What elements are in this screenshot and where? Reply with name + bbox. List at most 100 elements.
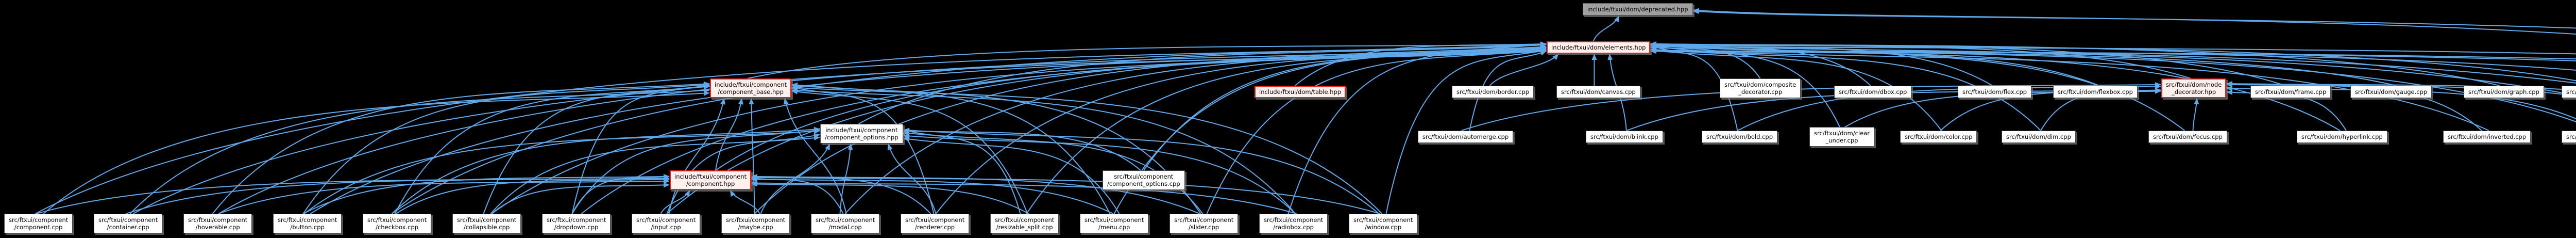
include-edge-button-to-elements bbox=[310, 48, 1547, 214]
include-edge-text-to-deprecated bbox=[1693, 9, 2576, 29]
graph-node-flex[interactable]: src/ftxui/dom/flex.cpp bbox=[1958, 86, 2032, 98]
include-edge-renderer-to-component_options_hpp bbox=[887, 144, 937, 214]
include-edge-window-to-component_base bbox=[791, 85, 1383, 214]
include-edge-collapsible-to-component_options_hpp bbox=[490, 135, 820, 214]
include-edge-hoverable-to-component_base bbox=[212, 81, 710, 214]
include-edge-dropdown-to-component_options_hpp bbox=[571, 128, 820, 214]
include-edge-resizable-to-component_options_hpp bbox=[903, 129, 1021, 214]
graph-node-blink[interactable]: src/ftxui/dom/blink.cpp bbox=[1586, 131, 1663, 143]
graph-node-component_hpp[interactable]: include/ftxui/component /component.hpp bbox=[670, 170, 752, 190]
graph-node-maybe[interactable]: src/ftxui/component /maybe.cpp bbox=[721, 214, 790, 233]
include-edge-component_cpp-to-component_base bbox=[43, 90, 710, 214]
graph-node-renderer[interactable]: src/ftxui/component /renderer.cpp bbox=[901, 214, 970, 233]
include-edge-checkbox-to-component_hpp bbox=[395, 177, 670, 214]
graph-node-gauge[interactable]: src/ftxui/dom/gauge.cpp bbox=[2350, 86, 2432, 98]
graph-node-automerge[interactable]: src/ftxui/dom/automerge.cpp bbox=[1418, 131, 1514, 143]
include-edge-menu-to-component_hpp bbox=[751, 177, 1113, 214]
include-edge-window-to-component_hpp bbox=[751, 174, 1380, 214]
include-edge-radiobox-to-component_hpp bbox=[751, 180, 1297, 214]
graph-node-inverted[interactable]: src/ftxui/dom/inverted.cpp bbox=[2443, 131, 2531, 143]
graph-node-bold[interactable]: src/ftxui/dom/bold.cpp bbox=[1702, 131, 1778, 143]
include-edge-radiobox-to-component_options_hpp bbox=[903, 133, 1296, 214]
include-edge-window-to-elements bbox=[1385, 49, 1547, 214]
graph-node-hoverable[interactable]: src/ftxui/component /hoverable.cpp bbox=[183, 214, 252, 233]
graph-node-dropdown[interactable]: src/ftxui/component /dropdown.cpp bbox=[542, 214, 611, 233]
graph-node-modal[interactable]: src/ftxui/component /modal.cpp bbox=[811, 214, 880, 233]
include-edge-component_options_hpp-to-elements bbox=[858, 42, 1547, 124]
graph-node-frame[interactable]: src/ftxui/dom/frame.cpp bbox=[2250, 86, 2331, 98]
include-edge-collapsible-to-component_base bbox=[483, 84, 710, 214]
graph-node-component_base[interactable]: include/ftxui/component /component_base.… bbox=[710, 78, 792, 98]
include-edge-modal-to-elements bbox=[844, 45, 1547, 214]
graph-node-color[interactable]: src/ftxui/dom/color.cpp bbox=[1900, 131, 1977, 143]
graph-node-window[interactable]: src/ftxui/component /window.cpp bbox=[1349, 214, 1418, 233]
include-edge-resizable-to-component_hpp bbox=[751, 181, 1029, 214]
graph-node-clear_under[interactable]: src/ftxui/dom/clear _under.cpp bbox=[1809, 127, 1874, 147]
graph-node-flexbox[interactable]: src/ftxui/dom/flexbox.cpp bbox=[2053, 86, 2138, 98]
include-edge-menu-to-component_base bbox=[791, 82, 1111, 214]
graph-node-slider[interactable]: src/ftxui/component /slider.cpp bbox=[1170, 214, 1239, 233]
include-edge-maybe-to-component_options_hpp bbox=[760, 144, 831, 214]
include-edge-input-to-component_hpp bbox=[660, 190, 690, 214]
graph-node-dbox[interactable]: src/ftxui/dom/dbox.cpp bbox=[1834, 86, 1912, 98]
include-edge-focus-to-node_decorator bbox=[2192, 98, 2199, 131]
include-edge-button-to-component_options_hpp bbox=[303, 129, 820, 214]
include-edge-menu-to-component_options_hpp bbox=[903, 136, 1120, 214]
include-edge-slider-to-elements bbox=[1206, 48, 1547, 214]
include-edge-container-to-component_hpp bbox=[126, 176, 670, 214]
include-edge-elements-to-deprecated bbox=[1592, 15, 1620, 42]
graph-node-hyperlink[interactable]: src/ftxui/dom/hyperlink.cpp bbox=[2297, 131, 2387, 143]
include-edge-container-to-component_base bbox=[129, 88, 710, 214]
include-edge-scroll_indicator-to-elements bbox=[1650, 41, 2576, 84]
graph-node-button[interactable]: src/ftxui/component /button.cpp bbox=[273, 214, 342, 233]
graph-node-component_options_hpp[interactable]: include/ftxui/component /component_optio… bbox=[820, 124, 903, 144]
graph-node-deprecated[interactable]: include/ftxui/dom/deprecated.hpp bbox=[1583, 3, 1693, 15]
include-edge-reflect-to-elements bbox=[1650, 49, 2576, 60]
graph-node-italic[interactable]: src/ftxui/dom/italic.cpp bbox=[2562, 131, 2576, 143]
include-edge-resizable-to-elements bbox=[1026, 47, 1547, 214]
graph-node-border[interactable]: src/ftxui/dom/border.cpp bbox=[1452, 86, 1534, 98]
include-edge-maybe-to-component_base bbox=[749, 98, 755, 214]
include-edge-component_hpp-to-elements bbox=[715, 49, 1547, 171]
include-edge-radiobox-to-component_base bbox=[791, 88, 1296, 214]
include-edge-dropdown-to-elements bbox=[581, 49, 1547, 214]
include-edge-window-to-component_options_hpp bbox=[903, 128, 1380, 214]
graph-node-canvas[interactable]: src/ftxui/dom/canvas.cpp bbox=[1556, 86, 1640, 98]
include-edge-checkbox-to-elements bbox=[391, 41, 1547, 214]
graph-node-node_decorator[interactable]: src/ftxui/dom/node _decorator.hpp bbox=[2161, 78, 2227, 98]
graph-node-focus[interactable]: src/ftxui/dom/focus.cpp bbox=[2148, 131, 2227, 143]
include-edge-modal-to-component_options_hpp bbox=[839, 144, 853, 214]
graph-node-checkbox[interactable]: src/ftxui/component /checkbox.cpp bbox=[363, 214, 432, 233]
graph-node-collapsible[interactable]: src/ftxui/component /collapsible.cpp bbox=[452, 214, 521, 233]
graph-node-elements[interactable]: include/ftxui/dom/elements.hpp bbox=[1547, 41, 1651, 54]
include-edge-automerge-to-elements bbox=[1469, 51, 1547, 131]
include-edge-button-to-component_base bbox=[302, 82, 710, 214]
include-edge-inverted-to-elements bbox=[1650, 47, 2489, 131]
include-edge-color-to-elements bbox=[1650, 48, 1942, 131]
include-edge-input-to-component_base bbox=[668, 98, 725, 214]
graph-node-graph_cpp[interactable]: src/ftxui/dom/graph.cpp bbox=[2464, 86, 2544, 98]
include-edge-node_decorator-to-elements bbox=[1650, 42, 2191, 79]
include-edge-maybe-to-elements bbox=[754, 44, 1547, 214]
graph-node-component_cpp[interactable]: src/ftxui/component /component.cpp bbox=[4, 214, 73, 233]
include-edge-checkbox-to-component_options_hpp bbox=[391, 126, 820, 214]
include-edge-text-to-elements bbox=[1650, 44, 2576, 55]
include-edge-modal-to-component_base bbox=[783, 98, 847, 214]
graph-node-radiobox[interactable]: src/ftxui/component /radiobox.cpp bbox=[1259, 214, 1328, 233]
graph-node-container[interactable]: src/ftxui/component /container.cpp bbox=[94, 214, 163, 233]
include-edge-paragraph-to-deprecated bbox=[1693, 8, 2576, 35]
graph-node-menu[interactable]: src/ftxui/component /menu.cpp bbox=[1080, 214, 1149, 233]
graph-node-input[interactable]: src/ftxui/component /input.cpp bbox=[632, 214, 701, 233]
graph-node-table[interactable]: include/ftxui/dom/table.hpp bbox=[1255, 86, 1346, 98]
include-edge-collapsible-to-component_hpp bbox=[491, 182, 670, 214]
graph-node-resizable[interactable]: src/ftxui/component /resizable_split.cpp bbox=[990, 214, 1059, 233]
include-edge-collapsible-to-elements bbox=[491, 49, 1547, 214]
graph-node-gridbox[interactable]: src/ftxui/dom/gridbox.cpp bbox=[2562, 86, 2576, 98]
include-edge-menu-to-elements bbox=[1113, 45, 1547, 214]
graph-node-component_options_cpp[interactable]: src/ftxui/component /component_options.c… bbox=[1103, 170, 1185, 190]
include-edge-clear_under-to-elements bbox=[1650, 44, 1840, 128]
graph-node-composite[interactable]: src/ftxui/dom/composite _decorator.cpp bbox=[1720, 78, 1801, 98]
graph-node-dim[interactable]: src/ftxui/dom/dim.cpp bbox=[2002, 131, 2076, 143]
